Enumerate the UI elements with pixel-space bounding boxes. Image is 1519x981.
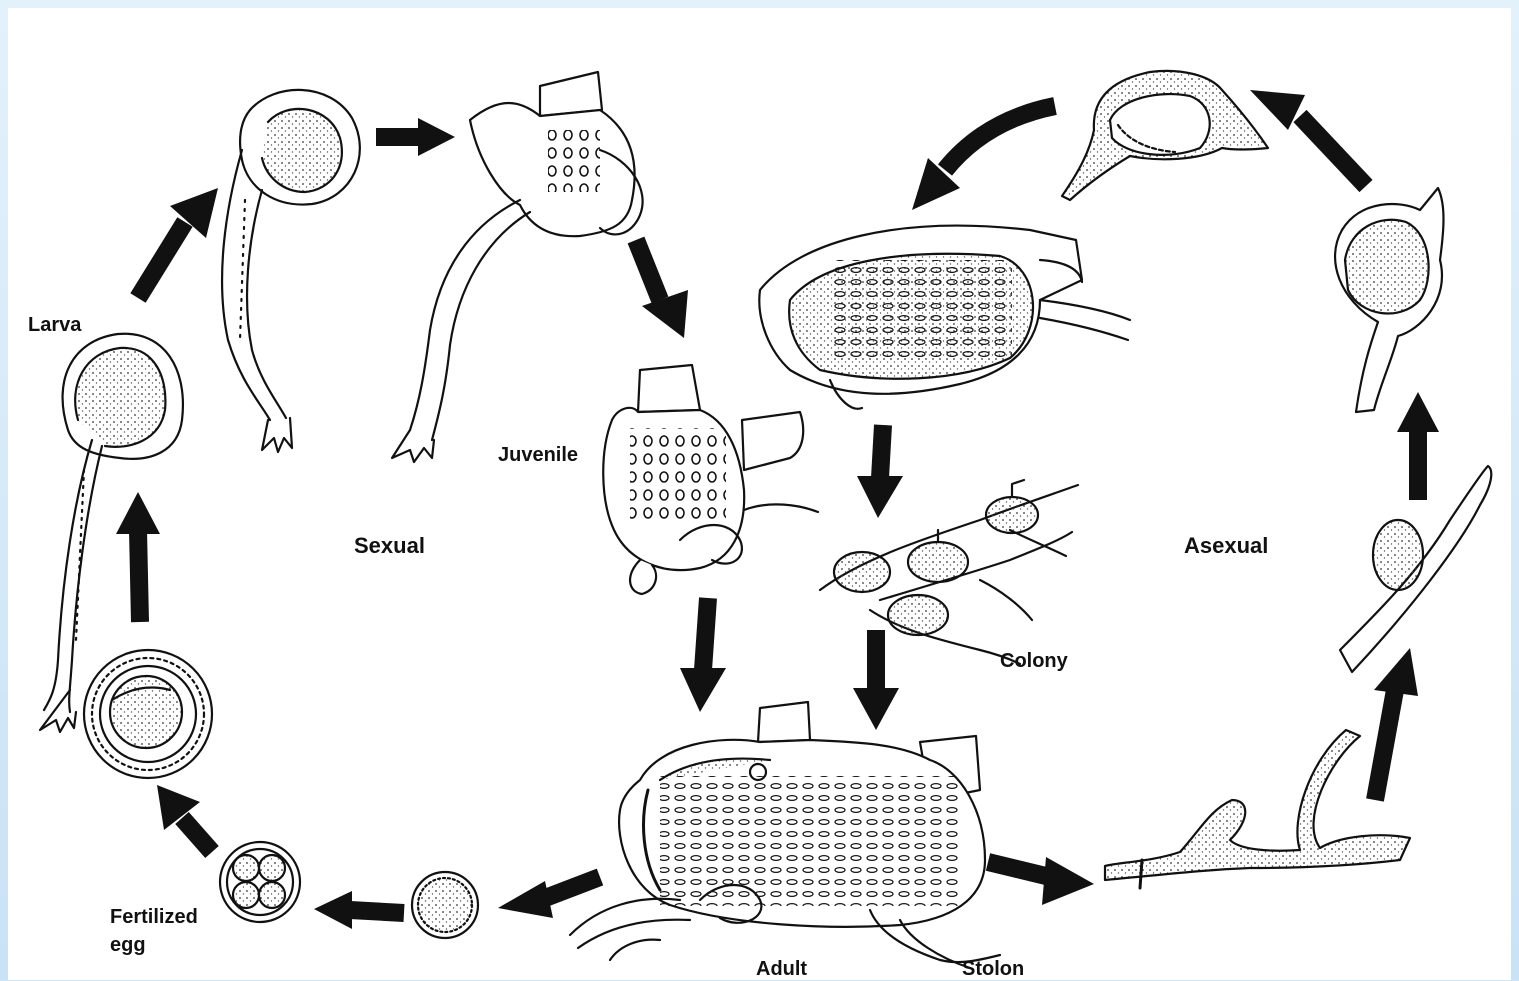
- juvenile-drawing: [603, 365, 818, 594]
- arrow-egg-to-fertilized: [314, 891, 404, 929]
- arrow-settling-to-juvenile: [636, 240, 688, 338]
- arrow-zooid-to-colony: [857, 425, 903, 518]
- label-sexual: Sexual: [354, 533, 425, 559]
- oocyte-drawing: [412, 872, 478, 938]
- arrow-juvenile-to-adult: [680, 598, 726, 712]
- label-fertilized-egg-line1: Fertilized: [110, 906, 198, 929]
- stolon-drawing: [1105, 730, 1410, 888]
- arrow-embryo-to-larva: [116, 492, 160, 622]
- bud-stage-3-drawing: [1062, 71, 1268, 200]
- arrow-adult-to-egg: [498, 877, 600, 918]
- diagram-canvas: Larva Juvenile Sexual Asexual Colony Fer…: [8, 8, 1511, 980]
- zooid-drawing: [759, 226, 1130, 409]
- fertilized-egg-drawing: [220, 842, 300, 922]
- swimming-larva-drawing: [222, 90, 360, 452]
- label-stolon: Stolon: [962, 958, 1024, 981]
- colony-drawing: [820, 480, 1078, 664]
- arrow-larva-to-swimming: [138, 188, 218, 298]
- arrow-swimming-to-settling: [376, 118, 455, 156]
- arrow-stolon-to-bud: [1374, 648, 1418, 800]
- arrow-fertilized-to-embryo: [157, 785, 212, 852]
- arrow-adult-to-stolon: [988, 857, 1094, 905]
- label-larva: Larva: [28, 314, 81, 337]
- label-adult: Adult: [756, 958, 807, 981]
- label-fertilized-egg-line2: egg: [110, 934, 146, 957]
- arrow-colony-to-adult: [853, 630, 899, 730]
- arrow-bud-growth: [1397, 392, 1439, 500]
- adult-drawing: [570, 702, 1000, 968]
- life-cycle-svg: [8, 8, 1511, 980]
- arrow-to-zooid: [912, 106, 1055, 210]
- bud-stage-2-drawing: [1335, 188, 1443, 412]
- label-asexual: Asexual: [1184, 533, 1268, 559]
- label-colony: Colony: [1000, 650, 1068, 673]
- embryo-drawing: [84, 650, 212, 778]
- arrow-bud-to-zooid-stage: [1250, 90, 1366, 186]
- label-juvenile: Juvenile: [498, 444, 578, 467]
